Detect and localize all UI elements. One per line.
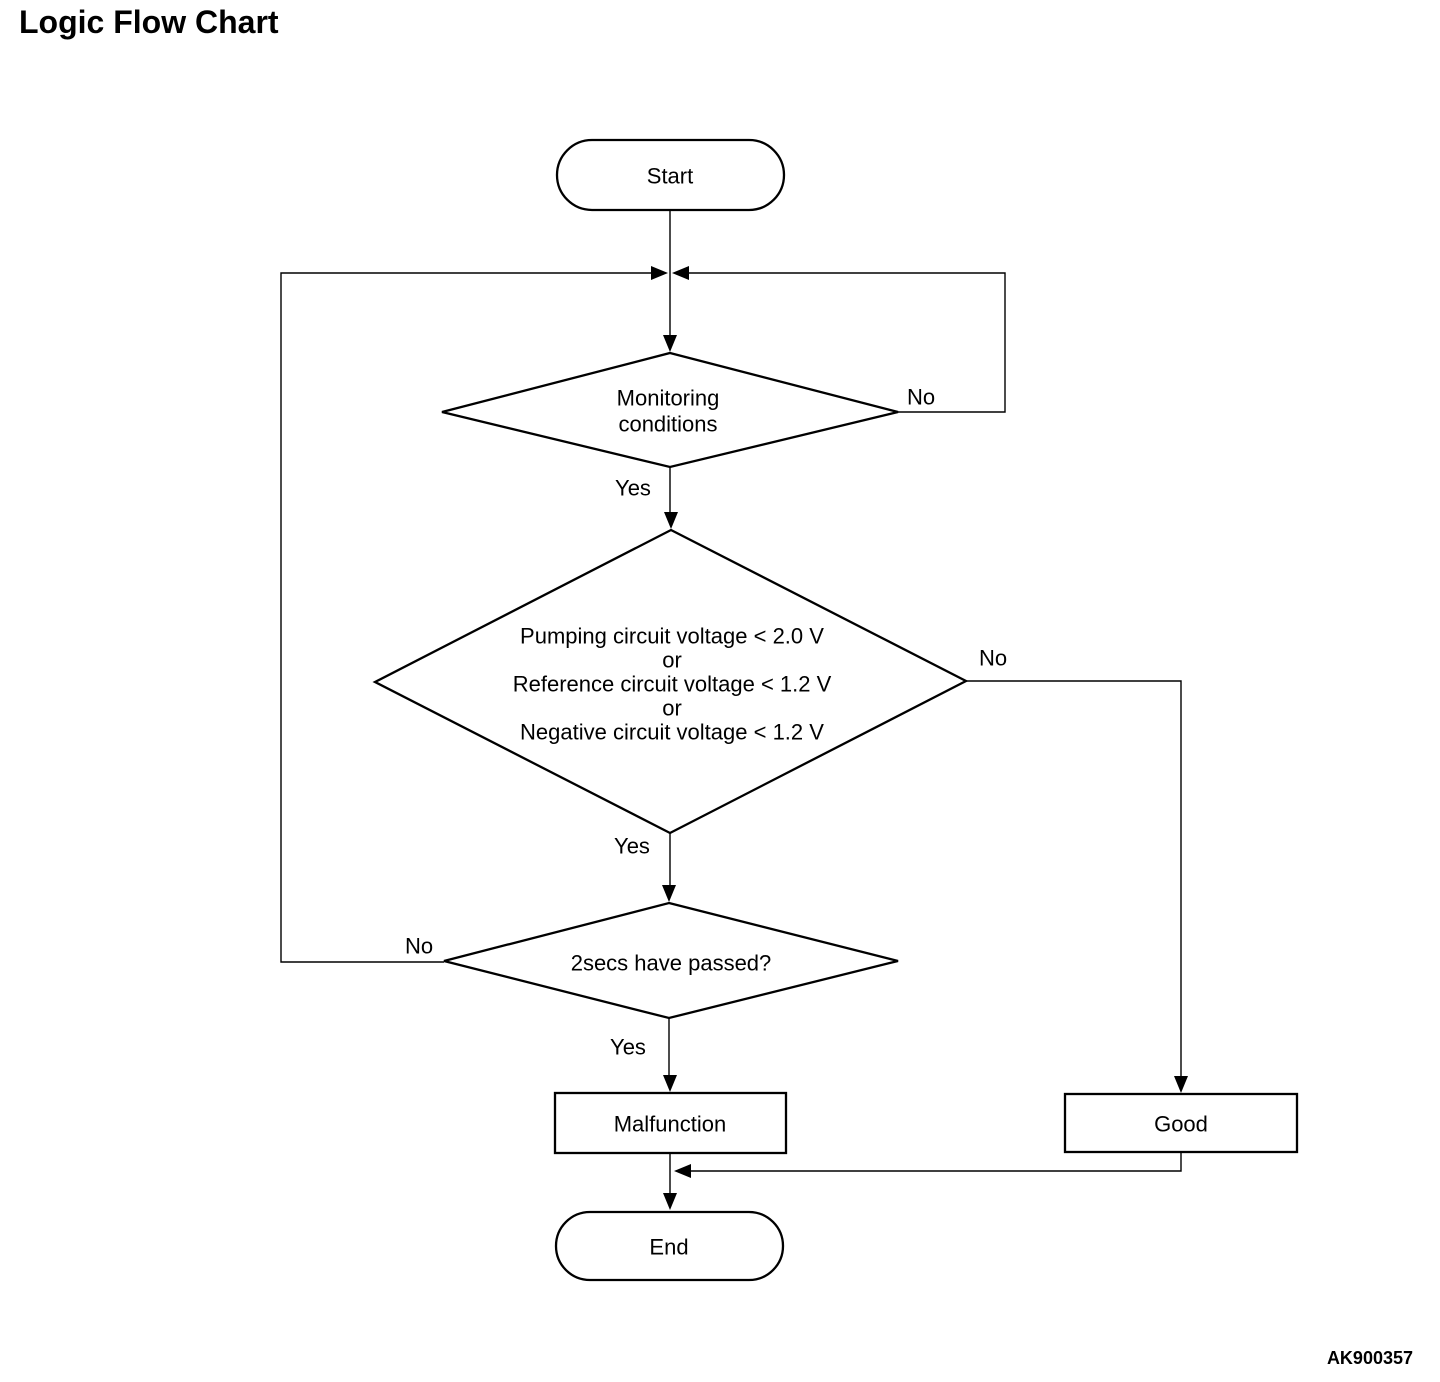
start-node	[555, 138, 786, 212]
arrowhead-merge-into-end-line	[674, 1164, 691, 1178]
good-node	[1063, 1092, 1299, 1154]
page-title: Logic Flow Chart	[19, 4, 279, 40]
twosecs-yes-label: Yes	[610, 1035, 646, 1060]
voltage-yes-label: Yes	[614, 834, 650, 859]
voltage-check-label-line3: Reference circuit voltage < 1.2 V	[513, 672, 832, 697]
voltage-no-label: No	[979, 646, 1007, 671]
edge-twosecs-no-loop	[280, 272, 651, 963]
voltage-check-label-line2: or	[662, 648, 682, 673]
arrowhead-into-twosecs	[662, 885, 676, 902]
end-label: End	[649, 1235, 688, 1260]
arrowhead-junction-from-left	[651, 266, 668, 280]
arrowhead-into-end	[663, 1193, 677, 1210]
malfunction-label: Malfunction	[614, 1112, 727, 1137]
arrowhead-into-good	[1174, 1076, 1188, 1093]
edge-good-to-merge	[690, 1152, 1182, 1172]
arrowhead-into-monitoring	[663, 335, 677, 352]
voltage-check-label-line5: Negative circuit voltage < 1.2 V	[520, 720, 824, 745]
voltage-check-decision-diamond	[372, 528, 969, 835]
malfunction-node	[553, 1091, 788, 1155]
edge-monitoring-no-loop	[689, 272, 1006, 413]
good-label: Good	[1154, 1112, 1208, 1137]
monitoring-decision-diamond	[441, 351, 899, 469]
monitoring-label-line2: conditions	[618, 412, 717, 437]
monitoring-yes-label: Yes	[615, 476, 651, 501]
arrowhead-junction-from-right	[672, 266, 689, 280]
end-node	[554, 1210, 785, 1282]
monitoring-label-line1: Monitoring	[617, 386, 720, 411]
start-label: Start	[647, 164, 693, 189]
monitoring-no-label: No	[907, 385, 935, 410]
voltage-check-label-line4: or	[662, 696, 682, 721]
twosecs-no-label: No	[405, 934, 433, 959]
edge-voltage-no-to-good	[966, 680, 1182, 1077]
arrowhead-into-malfunction	[663, 1075, 677, 1092]
twosecs-decision-diamond	[443, 901, 899, 1020]
arrowhead-into-voltage-check	[664, 512, 678, 529]
figure-code: AK900357	[1326, 1348, 1413, 1368]
twosecs-label: 2secs have passed?	[571, 951, 772, 976]
voltage-check-label-line1: Pumping circuit voltage < 2.0 V	[520, 624, 824, 649]
